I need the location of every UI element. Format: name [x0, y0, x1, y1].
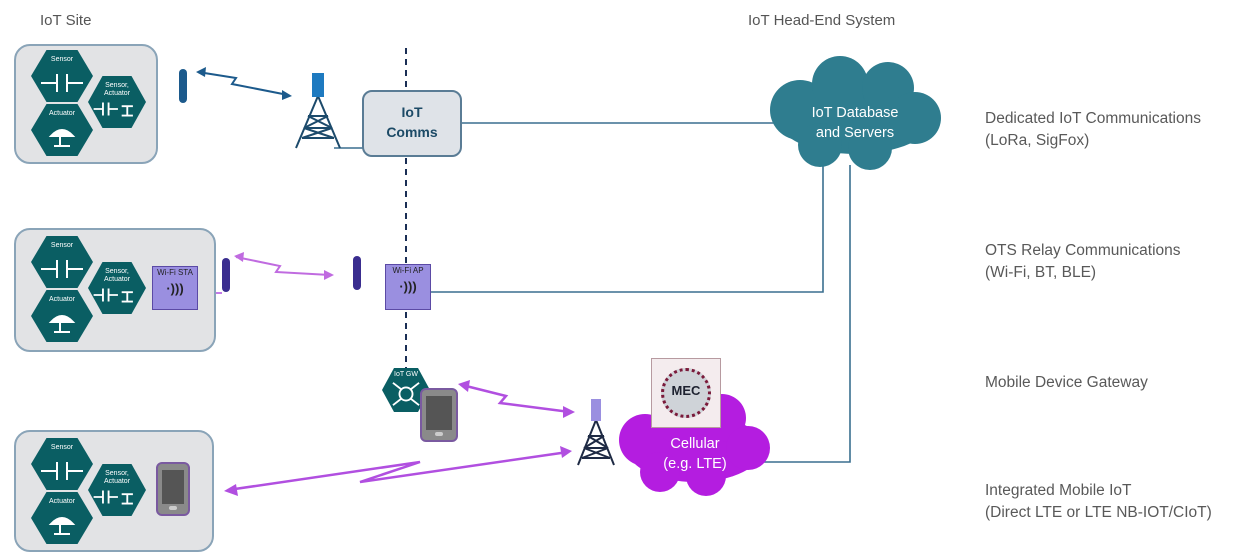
label-integrated-line2: (Direct LTE or LTE NB-IOT/CIoT): [985, 504, 1212, 521]
iot-database-label: IoT Database and Servers: [780, 103, 930, 143]
mec-box: MEC: [651, 358, 721, 428]
db-line1: IoT Database: [811, 105, 899, 121]
cellular-to-db-line: [760, 165, 851, 463]
wireless-link-2: [235, 256, 331, 276]
actuator-hex: Actuator: [31, 104, 93, 156]
site-phone-icon: [156, 462, 190, 516]
iot-site-3: Sensor Actuator Sensor, Actuator: [14, 430, 214, 552]
actuator-label: Actuator: [48, 296, 76, 303]
sensor-actuator-label: Sensor, Actuator: [103, 82, 131, 97]
cell-tower-2: [577, 399, 615, 466]
iot-gw-label: IoT GW: [394, 371, 418, 378]
sensor-actuator-hex: Sensor, Actuator: [88, 76, 146, 128]
label-mobile-gateway: Mobile Device Gateway: [985, 372, 1148, 394]
sensor-actuator-icon: [93, 490, 133, 505]
label-dedicated-line2: (LoRa, SigFox): [985, 132, 1090, 149]
gateway-phone-icon: [420, 388, 458, 442]
iot-database-cloud: [770, 56, 941, 170]
sensor-icon: [41, 260, 83, 278]
sensor-hex: Sensor: [31, 50, 93, 102]
sensor-actuator-label: Sensor, Actuator: [103, 268, 131, 283]
wifi-ap-box: Wi-Fi AP ·))): [385, 264, 431, 310]
sensor-actuator-hex: Sensor, Actuator: [88, 262, 146, 314]
sensor-actuator-icon: [93, 102, 133, 117]
wifi-signal-icon: ·))): [166, 281, 184, 296]
actuator-icon: [48, 517, 76, 535]
cellular-label: Cellular (e.g. LTE): [630, 434, 760, 474]
wifi-signal-icon: ·))): [399, 279, 417, 294]
iot-comms-box: IoT Comms: [362, 90, 462, 157]
iot-site-1: Sensor Actuator Sensor, Actuator: [14, 44, 158, 164]
antenna-2: [222, 258, 230, 292]
db-line2: and Servers: [815, 125, 895, 141]
label-dedicated-iot: Dedicated IoT Communications (LoRa, SigF…: [985, 108, 1201, 152]
actuator-label: Actuator: [48, 498, 76, 505]
gateway-icon: [392, 382, 420, 406]
sensor-label: Sensor: [50, 56, 74, 63]
actuator-label: Actuator: [48, 110, 76, 117]
actuator-hex: Actuator: [31, 492, 93, 544]
sensor-actuator-hex: Sensor, Actuator: [88, 464, 146, 516]
label-dedicated-line1: Dedicated IoT Communications: [985, 110, 1201, 127]
sensor-label: Sensor: [50, 444, 74, 451]
cellular-cloud: [619, 392, 770, 496]
sensor-icon: [41, 462, 83, 480]
sensor-hex: Sensor: [31, 236, 93, 288]
wireless-link-1: [197, 71, 289, 96]
wifi-sta-box: Wi-Fi STA ·))): [152, 266, 198, 310]
iot-comms-line2: Comms: [386, 124, 438, 140]
actuator-hex: Actuator: [31, 290, 93, 342]
label-integrated-line1: Integrated Mobile IoT: [985, 482, 1132, 499]
label-ots-line2: (Wi-Fi, BT, BLE): [985, 264, 1097, 281]
label-ots-relay: OTS Relay Communications (Wi-Fi, BT, BLE…: [985, 240, 1181, 284]
mec-label: MEC: [671, 383, 701, 398]
iot-site-header: IoT Site: [40, 12, 92, 29]
label-integrated-mobile: Integrated Mobile IoT (Direct LTE or LTE…: [985, 480, 1212, 524]
antenna-1: [179, 69, 187, 103]
cell-tower-1: [295, 73, 341, 149]
wireless-link-3: [461, 383, 571, 414]
sensor-hex: Sensor: [31, 438, 93, 490]
antenna-3: [353, 256, 361, 290]
wifi-ap-label: Wi-Fi AP: [392, 266, 424, 275]
sensor-label: Sensor: [50, 242, 74, 249]
wifi-sta-label: Wi-Fi STA: [157, 268, 193, 277]
head-end-header: IoT Head-End System: [748, 12, 896, 29]
cellular-line1: Cellular: [670, 436, 720, 452]
label-ots-line1: OTS Relay Communications: [985, 242, 1181, 259]
wifiap-to-db-line: [430, 160, 824, 293]
actuator-icon: [48, 315, 76, 333]
cellular-line2: (e.g. LTE): [663, 456, 727, 472]
actuator-icon: [48, 129, 76, 147]
label-gateway-line1: Mobile Device Gateway: [985, 374, 1148, 391]
wireless-link-4: [227, 450, 569, 492]
sensor-actuator-icon: [93, 288, 133, 303]
sensor-actuator-label: Sensor, Actuator: [103, 470, 131, 485]
iot-site-2: Sensor Actuator Sensor, Actuator Wi-Fi S…: [14, 228, 216, 352]
iot-comms-line1: IoT: [401, 104, 423, 120]
sensor-icon: [41, 74, 83, 92]
